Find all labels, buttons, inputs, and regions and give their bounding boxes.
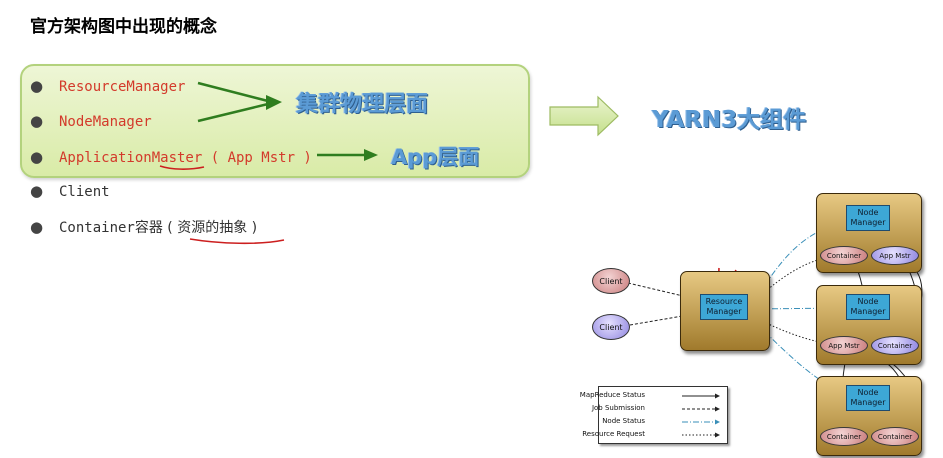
annotation-app-level: App层面 [391, 145, 480, 169]
cluster-arrow [197, 81, 282, 123]
legend-row: Job Submission [592, 403, 725, 414]
app-master-oval: App Mstr [871, 246, 919, 265]
legend-row: Node Status [601, 416, 725, 427]
node-manager-label: Node Manager [846, 205, 890, 231]
legend-label: MapReduce Status [579, 391, 645, 399]
node-manager-label: Node Manager [846, 294, 890, 320]
underline-master [159, 165, 205, 170]
client-oval: Client [592, 268, 630, 294]
container-oval: Container [820, 427, 868, 446]
container-oval: Container [871, 336, 919, 355]
node-box-1: Node Manager Container App Mstr [816, 193, 922, 273]
app-master-oval: App Mstr [820, 336, 868, 355]
block-arrow-icon [549, 95, 619, 137]
container-oval: Container [871, 427, 919, 446]
client-oval: Client [592, 314, 630, 340]
node-box-3: Node Manager Container Container [816, 376, 922, 456]
legend-box: MapReduce Status Job Submission Node Sta… [580, 386, 728, 444]
container-oval: Container [820, 246, 868, 265]
legend-row: MapReduce Status [580, 390, 725, 401]
annotation-yarn-components: YARN3大组件 [652, 107, 807, 133]
node-box-2: Node Manager App Mstr Container [816, 285, 922, 365]
resource-manager-label: Resource Manager [700, 294, 748, 320]
legend-label: Resource Request [582, 430, 645, 438]
underline-resource [189, 238, 285, 245]
slide-title: 官方架构图中出现的概念 [30, 17, 217, 37]
resource-manager-box: Resource Manager [680, 271, 770, 351]
annotation-cluster-physical: 集群物理层面 [296, 92, 429, 117]
app-arrow [317, 149, 378, 161]
legend-lines [682, 393, 720, 438]
highlight-box [20, 64, 530, 178]
legend-row: Resource Request [582, 429, 725, 440]
legend-label: Node Status [602, 417, 645, 425]
legend-label: Job Submission [591, 404, 645, 412]
node-manager-label: Node Manager [846, 385, 890, 411]
